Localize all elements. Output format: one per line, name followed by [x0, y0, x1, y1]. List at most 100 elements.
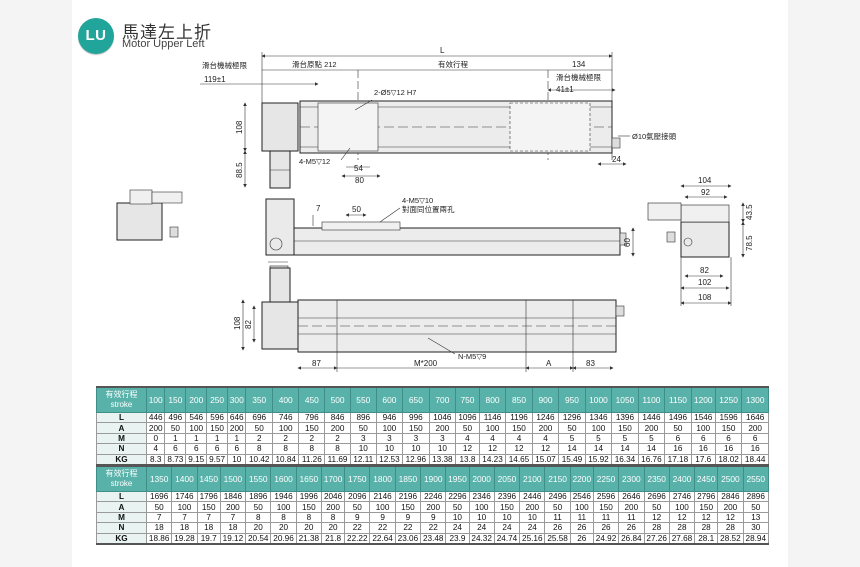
- table-cell: 150: [505, 422, 533, 434]
- table-cell: 26: [592, 522, 620, 534]
- table-cell: 4: [531, 432, 560, 445]
- table-cell: 9.57: [206, 453, 229, 466]
- table-cell: 18.86: [145, 532, 173, 545]
- dim-108-bottom: 108: [233, 316, 242, 330]
- table-cell: 2896: [742, 490, 770, 503]
- table-cell: 8.73: [164, 453, 187, 466]
- table-cell: 1796: [196, 490, 221, 503]
- table-cell: 1596: [714, 411, 743, 424]
- table-cell: 2496: [544, 490, 571, 503]
- table-cell: 12: [478, 443, 507, 455]
- table-cell: 4: [145, 443, 166, 455]
- tap-hole-note-bottom: N-M5▽9: [458, 352, 486, 361]
- table-cell: 24.32: [468, 532, 495, 545]
- table-cell: 3: [349, 432, 377, 445]
- table-cell: 10: [349, 443, 377, 455]
- table-cell: 200: [741, 422, 769, 434]
- dim-119: 119±1: [204, 75, 226, 84]
- stroke-value-header: 200: [185, 386, 208, 413]
- slide-mech-limit-right: 滑台機械極限: [556, 72, 601, 82]
- table-cell: 23.48: [420, 532, 447, 545]
- stroke-value-header: 1050: [611, 386, 639, 413]
- table-cell: 150: [493, 501, 521, 513]
- table-cell: 100: [369, 501, 396, 513]
- table-cell: 1296: [558, 411, 586, 424]
- table-cell: 10: [493, 511, 521, 524]
- table-cell: 646: [227, 411, 247, 424]
- dim-82-bottom: 82: [244, 320, 253, 329]
- stroke-value-header: 950: [558, 386, 586, 413]
- table-cell: 150: [298, 422, 326, 434]
- stroke-value-header: 650: [402, 386, 430, 413]
- table-cell: 1046: [428, 411, 457, 424]
- table-cell: 15.07: [531, 453, 560, 466]
- table-cell: 50: [643, 501, 670, 513]
- table-cell: 1196: [505, 411, 533, 424]
- table-cell: 28.1: [694, 532, 719, 545]
- table-cell: 14.65: [505, 453, 533, 466]
- table-cell: 18: [219, 522, 247, 534]
- table-cell: 746: [271, 411, 300, 424]
- row-label: N: [96, 443, 147, 455]
- table-cell: 0: [145, 432, 166, 445]
- table-cell: 6: [164, 443, 187, 455]
- stroke-value-header: 2450: [694, 465, 719, 492]
- table-cell: 5: [611, 432, 639, 445]
- table-cell: 150: [206, 422, 229, 434]
- table-cell: 2646: [618, 490, 645, 503]
- table-cell: 200: [219, 501, 247, 513]
- dim-92: 92: [701, 188, 710, 197]
- table-cell: 24: [493, 522, 521, 534]
- table-cell: 50: [245, 422, 273, 434]
- table-cell: 2746: [668, 490, 696, 503]
- table-cell: 200: [420, 501, 447, 513]
- dim-A: A: [546, 359, 552, 368]
- table-cell: 16.34: [611, 453, 639, 466]
- dim-50: 50: [352, 205, 361, 214]
- slide-mech-limit-left: 滑台機械極限: [202, 60, 247, 70]
- table-cell: 100: [569, 501, 594, 513]
- bottom-view: [241, 267, 625, 372]
- table-cell: 200: [324, 422, 351, 434]
- table-cell: 2346: [468, 490, 495, 503]
- table-cell: 8: [324, 443, 351, 455]
- table-cell: 1246: [531, 411, 560, 424]
- table-cell: 21.38: [295, 532, 323, 545]
- stroke-value-header: 2350: [643, 465, 670, 492]
- table-cell: 546: [185, 411, 208, 424]
- table-cell: 50: [349, 422, 377, 434]
- table-cell: 10.42: [245, 453, 273, 466]
- end-view: [647, 184, 745, 306]
- stroke-value-header: 1750: [344, 465, 371, 492]
- table-cell: 26: [569, 522, 594, 534]
- table-cell: 100: [690, 422, 716, 434]
- table-cell: 200: [428, 422, 457, 434]
- table-cell: 9: [344, 511, 371, 524]
- table-cell: 200: [717, 501, 744, 513]
- table-cell: 50: [245, 501, 272, 513]
- table-cell: 1396: [611, 411, 639, 424]
- dim-80: 80: [355, 176, 364, 185]
- stroke-value-header: 2150: [544, 465, 571, 492]
- table-cell: 8: [320, 511, 346, 524]
- table-cell: 15.92: [584, 453, 613, 466]
- stroke-value-header: 2300: [618, 465, 645, 492]
- table-cell: 22: [420, 522, 447, 534]
- table-cell: 1496: [664, 411, 692, 424]
- stroke-value-header: 800: [478, 386, 507, 413]
- row-label: KG: [96, 532, 147, 545]
- table-cell: 18.44: [741, 453, 769, 466]
- table-cell: 1846: [219, 490, 247, 503]
- table-cell: 8.3: [145, 453, 166, 466]
- table-cell: 16: [664, 443, 692, 455]
- table-cell: 28: [668, 522, 696, 534]
- table-cell: 26: [618, 522, 645, 534]
- table-cell: 2446: [519, 490, 546, 503]
- table-cell: 7: [145, 511, 173, 524]
- stroke-value-header: 1600: [270, 465, 297, 492]
- table-cell: 6: [185, 443, 208, 455]
- table-cell: 22: [394, 522, 422, 534]
- dim-60: 60: [623, 238, 632, 247]
